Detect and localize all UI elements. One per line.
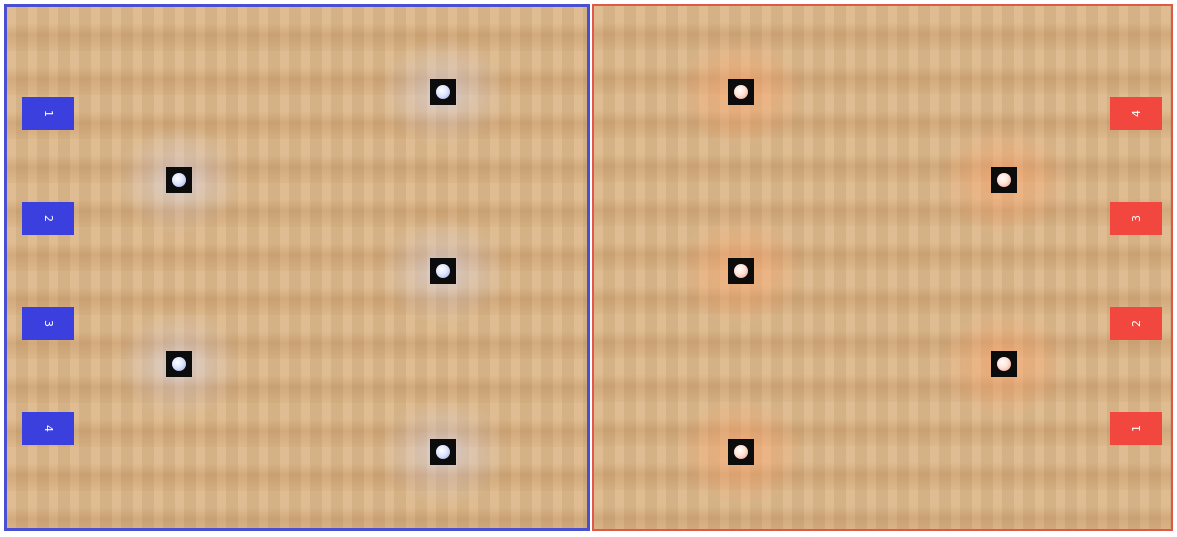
blue-token[interactable] (430, 258, 456, 284)
red-lane-label: 3 (1110, 202, 1162, 235)
blue-lane-number: 3 (42, 320, 55, 327)
red-orb-icon (997, 357, 1011, 371)
blue-lane-number: 4 (42, 425, 55, 432)
red-lane-number: 4 (1130, 110, 1143, 117)
blue-orb-icon (436, 85, 450, 99)
red-field (592, 4, 1173, 531)
blue-orb-icon (172, 173, 186, 187)
red-lane-label: 1 (1110, 412, 1162, 445)
blue-lane-label: 4 (22, 412, 74, 445)
red-token[interactable] (991, 351, 1017, 377)
blue-token[interactable] (430, 439, 456, 465)
blue-token[interactable] (166, 351, 192, 377)
red-orb-icon (734, 445, 748, 459)
blue-lane-label: 3 (22, 307, 74, 340)
red-lane-label: 2 (1110, 307, 1162, 340)
red-lane-number: 2 (1130, 320, 1143, 327)
red-lane-label: 4 (1110, 97, 1162, 130)
red-orb-icon (997, 173, 1011, 187)
blue-lane-number: 2 (42, 215, 55, 222)
red-token[interactable] (728, 79, 754, 105)
red-lane-number: 3 (1130, 215, 1143, 222)
red-orb-icon (734, 264, 748, 278)
red-token[interactable] (728, 439, 754, 465)
blue-field (4, 4, 590, 531)
blue-lane-label: 2 (22, 202, 74, 235)
red-token[interactable] (991, 167, 1017, 193)
red-token[interactable] (728, 258, 754, 284)
blue-lane-number: 1 (42, 110, 55, 117)
blue-orb-icon (172, 357, 186, 371)
blue-token[interactable] (166, 167, 192, 193)
blue-orb-icon (436, 445, 450, 459)
red-orb-icon (734, 85, 748, 99)
blue-orb-icon (436, 264, 450, 278)
blue-token[interactable] (430, 79, 456, 105)
red-lane-number: 1 (1130, 425, 1143, 432)
blue-lane-label: 1 (22, 97, 74, 130)
